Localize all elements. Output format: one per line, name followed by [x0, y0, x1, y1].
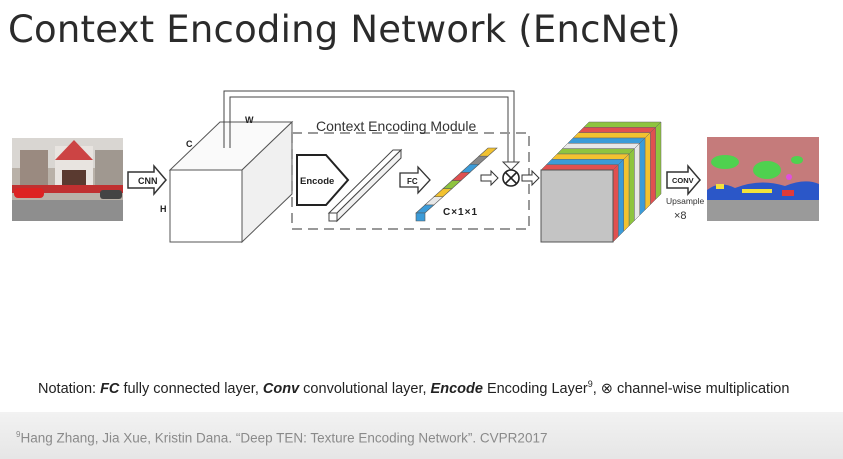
cube-layer-side	[618, 158, 624, 238]
fc-arrow: FC	[399, 165, 431, 195]
input-image	[12, 138, 123, 221]
cube-layer-side	[650, 126, 656, 206]
cube-front-face	[540, 169, 614, 243]
vector-segment-side	[415, 212, 426, 222]
dim-w-label: W	[245, 115, 254, 125]
cube-layer-top	[545, 159, 625, 165]
upsample-label: Upsample	[666, 196, 705, 206]
notation-encode-ref: 9	[587, 379, 593, 389]
weighted-feature-cube	[540, 121, 662, 243]
notation-line: Notation: FC fully connected layer, Conv…	[38, 379, 789, 397]
cube-layer-top	[561, 143, 641, 149]
notation-fc-term: FC	[100, 380, 120, 397]
multiply-symbol	[502, 169, 520, 187]
notation-mult-desc: , ⊗ channel-wise multiplication	[592, 380, 790, 397]
encode-label: Encode	[300, 176, 334, 187]
conv-arrow: CONV	[666, 163, 701, 197]
cube-layer-top	[556, 148, 635, 155]
cube-layer-side	[655, 121, 662, 200]
cube-layer-side	[644, 132, 651, 211]
notation-prefix: Notation:	[38, 380, 101, 397]
context-encoding-module-box	[291, 132, 530, 230]
to-multiply-arrow	[480, 169, 499, 187]
citation-ref: 9	[16, 430, 21, 439]
cube-layer-top	[567, 137, 646, 144]
vector-segment	[433, 188, 453, 198]
module-label: Context Encoding Module	[316, 118, 477, 134]
feature-map-cube	[168, 120, 294, 244]
notation-encode-term: Encode	[430, 380, 483, 397]
fc-label: FC	[407, 177, 418, 186]
cube-layer-top	[540, 164, 619, 171]
notation-encode-desc: Encoding Layer	[482, 380, 588, 397]
segmentation-output	[707, 137, 819, 221]
cnn-label: CNN	[138, 176, 158, 186]
notation-conv-term: Conv	[262, 380, 300, 397]
citation-text: Hang Zhang, Jia Xue, Kristin Dana. “Deep…	[20, 430, 548, 446]
cube-layer-top	[551, 153, 630, 160]
vector-segment	[442, 180, 462, 189]
slide-title: Context Encoding Network (EncNet)	[8, 8, 681, 51]
cube-layer-side	[612, 164, 619, 243]
notation-conv-desc: convolutional layer,	[299, 380, 431, 397]
vector-segment	[424, 196, 444, 206]
cube-layer-side	[634, 142, 640, 222]
attention-vector	[415, 147, 498, 222]
footer-bar: 9Hang Zhang, Jia Xue, Kristin Dana. “Dee…	[0, 412, 843, 459]
cnn-arrow: CNN	[127, 163, 167, 197]
vector-segment	[478, 147, 498, 157]
cube-layer-side	[628, 148, 635, 227]
dim-c-label: C	[186, 139, 193, 149]
cube-layer-top	[577, 127, 657, 133]
citation: 9Hang Zhang, Jia Xue, Kristin Dana. “Dee…	[16, 430, 547, 446]
cube-layer-top	[583, 121, 662, 128]
from-multiply-arrow	[521, 169, 540, 187]
encode-block: Encode	[296, 154, 350, 206]
conv-label: CONV	[672, 176, 694, 185]
vector-dims-label: C×1×1	[443, 207, 478, 218]
vector-segment	[415, 204, 435, 214]
upsample-factor-label: ×8	[674, 210, 687, 222]
vector-segment	[451, 172, 471, 181]
encnet-diagram: CNN W C H Context Encoding Module Encode…	[12, 90, 819, 244]
dim-h-label: H	[160, 204, 167, 214]
notation-fc-desc: fully connected layer,	[119, 380, 263, 397]
skip-connection	[223, 90, 521, 171]
cube-layer-side	[623, 153, 630, 232]
vector-segment	[469, 155, 489, 165]
cube-layer-top	[572, 132, 651, 139]
vector-segment	[460, 163, 480, 173]
cube-layer-side	[639, 137, 646, 216]
encoded-vector	[327, 148, 403, 223]
